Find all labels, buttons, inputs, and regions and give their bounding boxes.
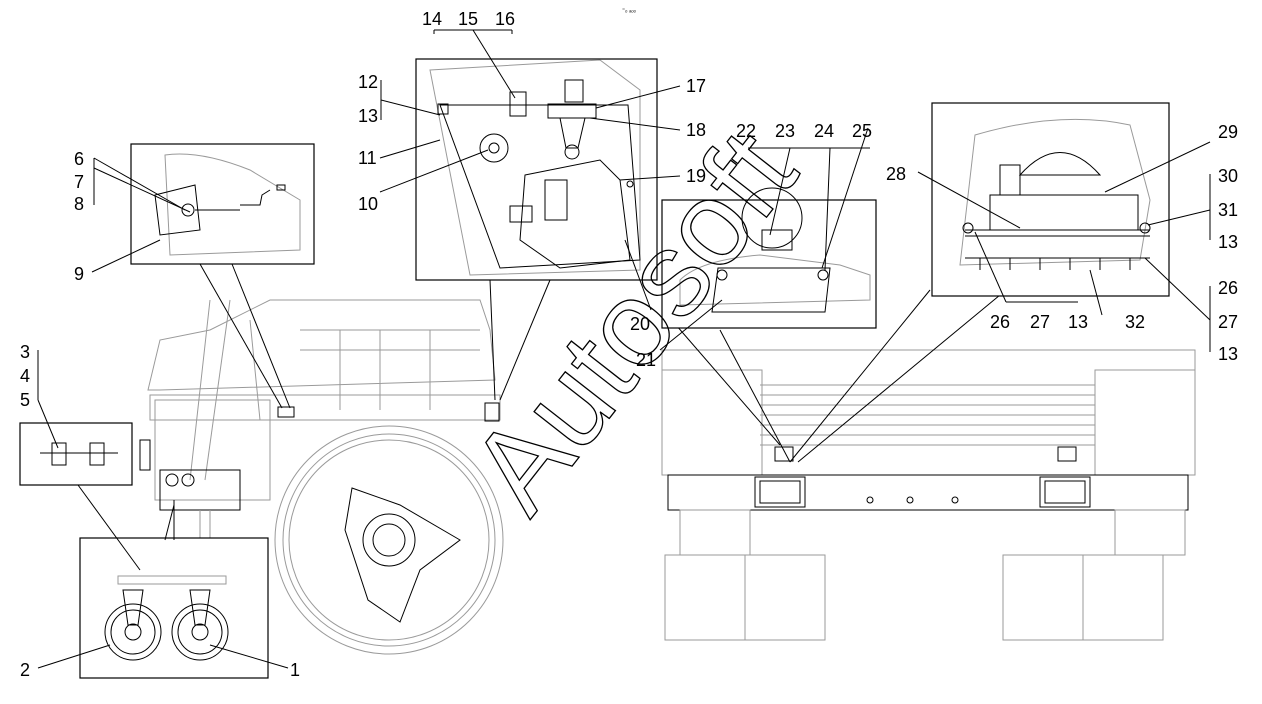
tractor-front-view <box>661 289 1196 641</box>
detail-box-horns <box>79 500 269 679</box>
callout-32: 32 <box>1125 312 1145 332</box>
callout-labels: 1 2 3 4 5 6 7 8 9 10 11 12 13 14 15 16 1… <box>20 9 1238 680</box>
callout-5: 5 <box>20 390 30 410</box>
detail-box-brake-chamber <box>415 58 658 401</box>
callout-26-a: 26 <box>990 312 1010 332</box>
callout-3: 3 <box>20 342 30 362</box>
leader-lines <box>37 29 1211 669</box>
callout-29: 29 <box>1218 122 1238 142</box>
callout-21: 21 <box>636 350 656 370</box>
callout-13-d: 13 <box>1218 344 1238 364</box>
callout-13-b: 13 <box>1068 312 1088 332</box>
callout-8: 8 <box>74 194 84 214</box>
callout-28: 28 <box>886 164 906 184</box>
callout-20: 20 <box>630 314 650 334</box>
callout-18: 18 <box>686 120 706 140</box>
callout-23: 23 <box>775 121 795 141</box>
callout-15: 15 <box>458 9 478 29</box>
callout-6: 6 <box>74 149 84 169</box>
callout-14: 14 <box>422 9 442 29</box>
callout-27-a: 27 <box>1030 312 1050 332</box>
callout-10: 10 <box>358 194 378 214</box>
callout-24: 24 <box>814 121 834 141</box>
callout-30: 30 <box>1218 166 1238 186</box>
callout-16: 16 <box>495 9 515 29</box>
detail-box-bolts <box>19 422 141 571</box>
detail-box-headlight-small <box>661 187 877 329</box>
callout-7: 7 <box>74 172 84 192</box>
detail-box-turn-signal <box>130 143 315 409</box>
detail-box-headlight-large <box>931 102 1170 297</box>
callout-9: 9 <box>74 264 84 284</box>
callout-19: 19 <box>686 166 706 186</box>
callout-11: 11 <box>358 148 377 168</box>
callout-2: 2 <box>20 660 30 680</box>
callout-4: 4 <box>20 366 30 386</box>
callout-26-b: 26 <box>1218 278 1238 298</box>
callout-25: 25 <box>852 121 872 141</box>
callout-31: 31 <box>1218 200 1238 220</box>
callout-12: 12 <box>358 72 378 92</box>
callout-27-b: 27 <box>1218 312 1238 332</box>
callout-22: 22 <box>736 121 756 141</box>
tractor-side-view <box>139 299 504 655</box>
callout-13-a: 13 <box>358 106 378 126</box>
callout-1: 1 <box>290 660 300 680</box>
callout-17: 17 <box>686 76 706 96</box>
callout-13-c: 13 <box>1218 232 1238 252</box>
corner-mark: ⁼ₒ ₐₒₒ <box>622 8 637 14</box>
